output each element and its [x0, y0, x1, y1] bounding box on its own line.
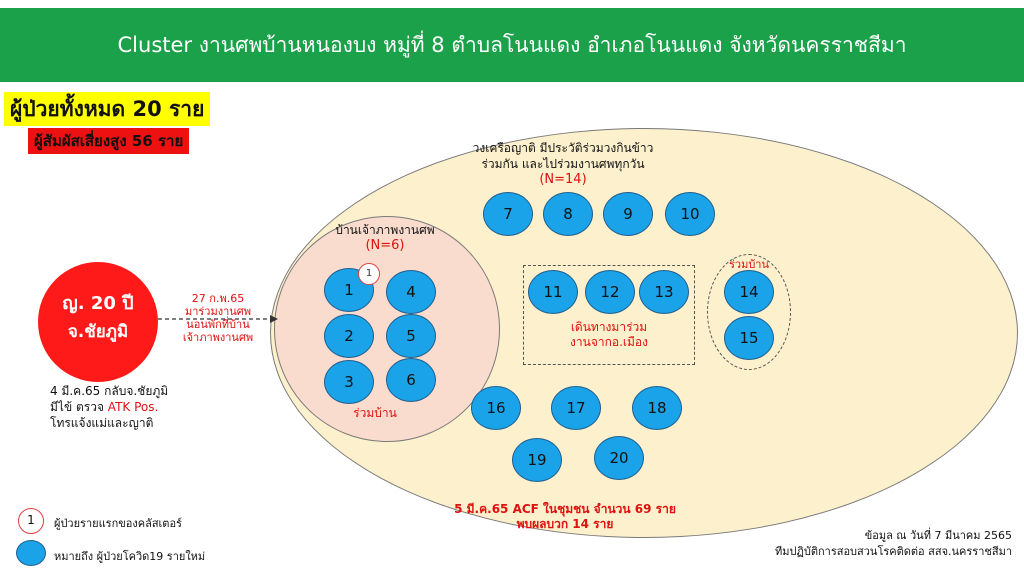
- acf-note: 5 มี.ค.65 ACF ในชุมชน จำนวน 69 ราย พบผลบ…: [440, 502, 690, 532]
- case-node-6: 6: [386, 358, 436, 402]
- total-patients-badge: ผู้ป่วยทั้งหมด 20 ราย: [4, 92, 211, 126]
- index-case-note: 4 มี.ค.65 กลับจ.ชัยภูมิ มีไข้ ตรวจ ATK P…: [50, 383, 168, 431]
- source-note: ข้อมูล ณ วันที่ 7 มีนาคม 2565 ทีมปฏิบัติ…: [700, 528, 1012, 560]
- arrow-head: [270, 315, 278, 323]
- case-node-18: 18: [632, 386, 682, 430]
- case-node-9: 9: [603, 192, 653, 236]
- legend-first-case-icon: 1: [18, 508, 44, 534]
- acf-note-line1: 5 มี.ค.65 ACF ในชุมชน จำนวน 69 ราย: [454, 502, 676, 516]
- travel-group-label: เดินทางมาร่วม งานจากอ.เมือง: [523, 320, 695, 350]
- arrow-label-line1: 27 ก.พ.65: [191, 292, 245, 305]
- first-case-marker: 1: [358, 263, 380, 285]
- arrow-label-line4: เจ้าภาพงานศพ: [182, 331, 254, 344]
- host-house-title: บ้านเจ้าภาพงานศพ: [335, 223, 435, 237]
- arrow-label-line2: มาร่วมงานศพ: [184, 305, 252, 318]
- case-node-5: 5: [386, 314, 436, 358]
- legend-first-case-text: ผู้ป่วยรายแรกของคลัสเตอร์: [54, 517, 182, 530]
- index-case-note-line2: มีไข้ ตรวจ ATK Pos.: [50, 399, 168, 415]
- case-node-10: 10: [665, 192, 715, 236]
- case-node-8: 8: [543, 192, 593, 236]
- travel-group-line2: งานจากอ.เมือง: [570, 335, 648, 349]
- relatives-group-line1: วงเครือญาติ มีประวัติร่วมวงกินข้าว: [472, 141, 654, 155]
- host-house-heading: บ้านเจ้าภาพงานศพ (N=6): [300, 222, 470, 254]
- index-case-note-line2-prefix: มีไข้ ตรวจ: [50, 400, 108, 414]
- case-node-15: 15: [724, 316, 774, 360]
- case-node-3: 3: [324, 360, 374, 404]
- arrow-label: 27 ก.พ.65 มาร่วมงานศพ นอนพักที่บ้าน เจ้า…: [170, 292, 266, 344]
- host-house-footer: ร่วมบ้าน: [353, 406, 397, 420]
- atk-positive-text: ATK Pos.: [107, 400, 159, 414]
- case-node-12: 12: [585, 270, 635, 314]
- case-node-20: 20: [594, 436, 644, 480]
- case-node-13: 13: [639, 270, 689, 314]
- source-team: ทีมปฏิบัติการสอบสวนโรคติดต่อ สสจ.นครราชส…: [774, 545, 1012, 558]
- travel-group-box: [523, 265, 695, 365]
- arrow-label-line3: นอนพักที่บ้าน: [186, 318, 250, 331]
- case-node-4: 4: [386, 270, 436, 314]
- shared-house-label: ร่วมบ้าน: [728, 258, 769, 271]
- index-case-node: ญ. 20 ปี จ.ชัยภูมิ: [38, 262, 158, 382]
- index-case-line2: จ.ชัยภูมิ: [67, 322, 129, 342]
- case-node-17: 17: [551, 386, 601, 430]
- index-case-note-line1: 4 มี.ค.65 กลับจ.ชัยภูมิ: [50, 384, 169, 398]
- case-node-19: 19: [512, 438, 562, 482]
- case-node-2: 2: [324, 314, 374, 358]
- relatives-group-count: (N=14): [539, 172, 587, 187]
- page-title: Cluster งานศพบ้านหนองบง หมู่ที่ 8 ตำบลโน…: [117, 33, 907, 57]
- case-node-16: 16: [471, 386, 521, 430]
- high-risk-contacts-badge: ผู้สัมผัสเสี่ยงสูง 56 ราย: [28, 128, 190, 154]
- host-house-count: (N=6): [365, 238, 405, 253]
- shared-house-ellipse: [707, 254, 791, 370]
- source-date: ข้อมูล ณ วันที่ 7 มีนาคม 2565: [864, 529, 1012, 542]
- case-node-7: 7: [483, 192, 533, 236]
- relatives-group-line2: ร่วมกัน และไปร่วมงานศพทุกวัน: [481, 157, 645, 171]
- relatives-group-heading: วงเครือญาติ มีประวัติร่วมวงกินข้าว ร่วมก…: [448, 140, 678, 188]
- case-node-11: 11: [528, 270, 578, 314]
- legend-new-case-text: หมายถึง ผู้ป่วยโควิด19 รายใหม่: [54, 550, 206, 563]
- index-case-line1: ญ. 20 ปี: [62, 293, 134, 314]
- header-bar: [0, 8, 1024, 82]
- case-node-14: 14: [724, 270, 774, 314]
- index-case-note-line3: โทรแจ้งแม่และญาติ: [50, 416, 154, 430]
- acf-note-line2: พบผลบวก 14 ราย: [516, 517, 614, 531]
- legend-new-case-icon: [16, 540, 46, 566]
- travel-group-line1: เดินทางมาร่วม: [570, 320, 648, 334]
